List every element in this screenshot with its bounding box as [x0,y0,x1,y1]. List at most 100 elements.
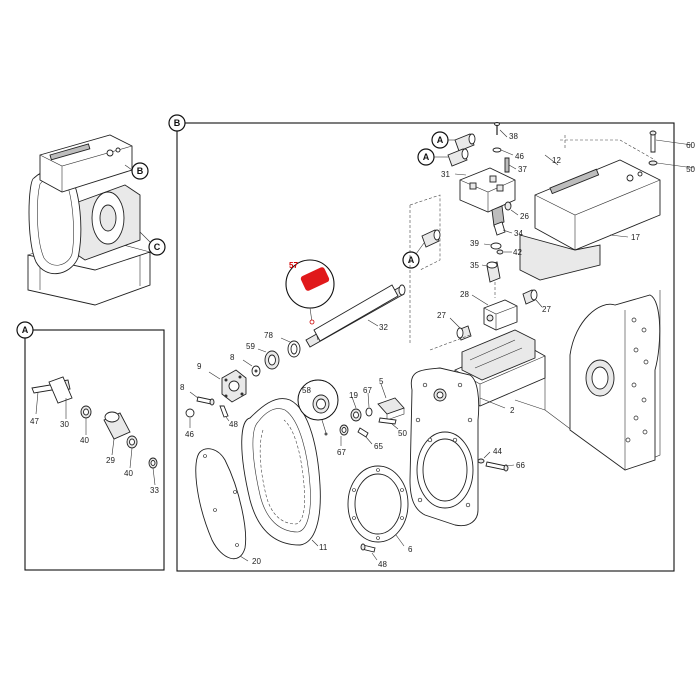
callout-a-ref-1-label: A [437,135,444,145]
label-33: 33 [150,486,159,495]
sleeve-29 [103,411,131,440]
label-78: 78 [264,331,273,340]
label-20: 20 [252,557,261,566]
label-32: 32 [379,323,388,332]
callout-a-ref-2-label: A [423,152,430,162]
screw-37 [504,157,510,173]
label-48-b: 48 [378,560,387,569]
label-6: 6 [408,545,413,554]
label-34: 34 [514,229,523,238]
bushing-27-b [522,289,538,305]
label-60: 60 [686,141,695,150]
label-58: 58 [302,386,311,395]
detail-a-callout-label: A [22,325,29,335]
washer-50-top [648,160,658,166]
label-31: 31 [441,170,450,179]
fitting-a-2 [447,148,469,167]
callout-c-overview[interactable]: B [131,162,149,180]
overview-assembly [27,134,151,306]
valve-block-31 [459,167,516,227]
top-cabinet-17 [519,135,661,281]
fitting-a-3 [421,229,441,248]
label-2: 2 [510,406,515,415]
label-12: 12 [552,156,561,165]
callout-b-label: B [137,166,144,176]
block-28 [483,299,518,331]
terminal-strip [49,143,91,161]
label-17: 17 [631,233,640,242]
bolt-48-b [360,543,376,553]
bushing-40-a [80,405,92,419]
label-28: 28 [460,290,469,299]
fitting-a-1 [454,133,476,152]
callout-a-ref-1[interactable]: A [431,131,449,149]
label-48-a: 48 [229,420,238,429]
label-30: 30 [60,420,69,429]
label-42: 42 [513,248,522,257]
main-frame [514,290,661,471]
label-27-a: 27 [437,311,446,320]
pin-30 [48,376,73,404]
screw-8-b [196,396,215,406]
label-5: 5 [379,377,384,386]
label-37: 37 [518,165,527,174]
fitting-34 [493,221,506,236]
label-8-b: 8 [180,383,185,392]
washer-46-b [185,408,195,418]
bolt-65 [357,427,369,438]
nut-67-b [339,424,349,436]
label-47: 47 [30,417,39,426]
washer-8-a [251,365,261,377]
washer-67-a [365,407,373,417]
bearing-59 [264,350,280,370]
label-35: 35 [470,261,479,270]
cylinder-35 [486,261,501,283]
bolt-60 [649,130,657,153]
lever-5 [377,397,405,421]
label-50-top: 50 [686,165,695,174]
label-40-b: 40 [124,469,133,478]
washer-44 [477,458,485,464]
label-44: 44 [493,447,502,456]
oring-46 [492,147,502,153]
bolt-66 [485,461,509,472]
callout-a-ref-3[interactable]: A [402,251,420,269]
side-plate [409,367,480,527]
label-39: 39 [470,239,479,248]
label-27-b: 27 [542,305,551,314]
callout-a-ref-2[interactable]: A [417,148,435,166]
cover-20 [195,448,247,560]
label-46: 46 [515,152,524,161]
cover-11 [241,398,321,546]
view-b-callout-label: B [174,118,181,128]
label-40-a: 40 [80,436,89,445]
bolt-50 [378,417,397,425]
label-57-highlight: 57 [289,261,298,270]
label-67-b: 67 [337,448,346,457]
detail-a-callout[interactable]: A [16,321,34,339]
detail-a-panel: A [16,321,165,571]
label-26: 26 [520,212,529,221]
label-29: 29 [106,456,115,465]
view-b-callout[interactable]: B [168,114,186,132]
label-9: 9 [197,362,202,371]
plug-26 [504,201,512,211]
label-59: 59 [246,342,255,351]
label-65: 65 [374,442,383,451]
highlight-57-callout[interactable]: 57 [285,259,335,325]
label-19: 19 [349,391,358,400]
label-50-b: 50 [398,429,407,438]
callout-c-marker[interactable]: C [148,238,166,256]
label-66: 66 [516,461,525,470]
ring-78 [287,340,301,358]
seal-58-callout[interactable] [297,379,339,436]
highlighted-part-57[interactable] [300,266,330,291]
part-labels: 38 46 37 31 26 34 39 42 35 28 27 27 12 6… [180,132,696,569]
bushing-27-a [456,325,472,341]
label-8-a: 8 [230,353,235,362]
label-67-a: 67 [363,386,372,395]
drive-shaft-32 [305,284,406,348]
label-11: 11 [319,543,328,552]
flange-ring-6 [347,465,409,543]
